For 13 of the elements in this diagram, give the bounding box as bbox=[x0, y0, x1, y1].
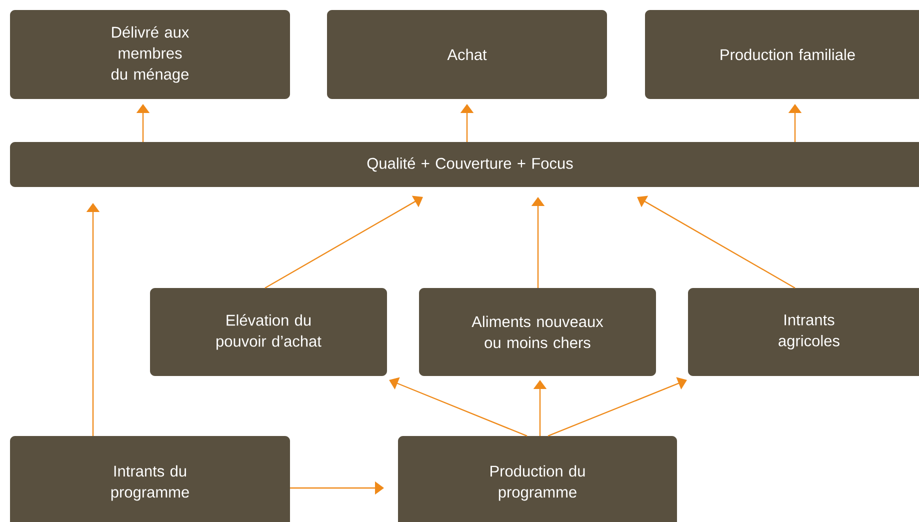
process-box: Intrants du programme bbox=[10, 436, 290, 522]
arrow bbox=[389, 377, 528, 437]
process-box: Intrants agricoles bbox=[688, 288, 919, 376]
arrow bbox=[637, 196, 796, 288]
arrow bbox=[548, 377, 687, 437]
process-box: Production familiale bbox=[645, 10, 919, 99]
process-box: Production du programme bbox=[398, 436, 677, 522]
process-box: Achat bbox=[327, 10, 607, 99]
process-box: Délivré aux membres du ménage bbox=[10, 10, 290, 99]
process-box: Elévation du pouvoir d’achat bbox=[150, 288, 387, 376]
banner-box: Qualité + Couverture + Focus bbox=[10, 142, 919, 187]
arrow bbox=[264, 196, 423, 288]
process-box: Aliments nouveaux ou moins chers bbox=[419, 288, 656, 376]
